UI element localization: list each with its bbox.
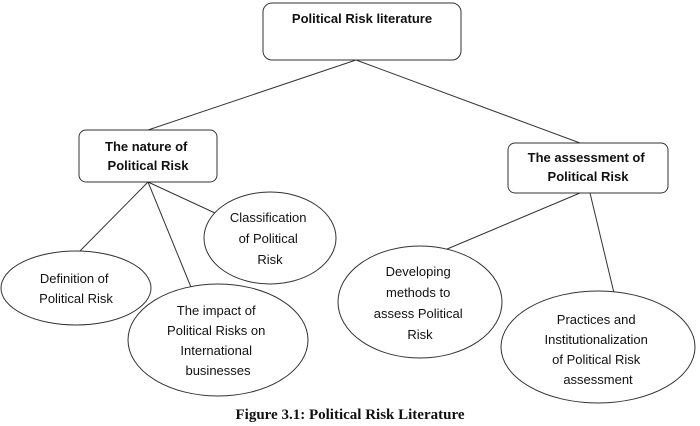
methods-line-4: Risk <box>407 327 433 342</box>
svg-text:The assessment of Politi: The assessment of Political Risk <box>528 150 649 184</box>
practices-line-1: Practices and <box>557 312 636 327</box>
assessment-label-line-1: The assessment of <box>528 150 646 165</box>
root-label: Political Risk literature <box>292 11 432 26</box>
node-assessment-of-political-risk: The assessment of Political Risk <box>507 142 669 194</box>
practices-line-3: of Political Risk <box>552 352 641 367</box>
nature-label-line-2: Political Risk <box>108 158 190 173</box>
node-practices: Practices and Institutionalization of Po… <box>500 290 696 404</box>
edge-nature-impact <box>147 181 194 293</box>
definition-line-2: Political Risk <box>39 291 113 306</box>
impact-line-1: The impact of <box>177 303 256 318</box>
svg-text:The impact of Political: The impact of Political Risks on Interna… <box>167 303 269 378</box>
methods-line-1: Developing <box>386 264 451 279</box>
methods-line-2: methods to <box>386 285 450 300</box>
classification-line-2: of Political <box>239 231 298 246</box>
edge-nature-definition <box>77 181 149 254</box>
impact-line-4: businesses <box>185 363 251 378</box>
node-definition: Definition of Political Risk <box>0 250 152 326</box>
nature-label-line-1: The nature of <box>105 139 188 154</box>
edge-root-nature <box>147 59 357 131</box>
svg-text:Practices and Institutio: Practices and Institutionalization of Po… <box>545 312 652 387</box>
node-developing-methods: Developing methods to assess Political R… <box>337 245 503 359</box>
node-classification: Classification of Political Risk <box>203 191 337 285</box>
classification-line-3: Risk <box>257 252 283 267</box>
assessment-label-line-2: Political Risk <box>548 169 630 184</box>
svg-text:Developing methods to: Developing methods to assess Political R… <box>374 264 467 342</box>
practices-line-4: assessment <box>563 372 633 387</box>
definition-line-1: Definition of <box>40 271 109 286</box>
edge-assessment-methods <box>439 192 581 253</box>
practices-line-2: Institutionalization <box>545 332 648 347</box>
node-nature-of-political-risk: The nature of Political Risk <box>78 129 218 183</box>
impact-line-2: Political Risks on <box>167 323 265 338</box>
classification-line-1: Classification <box>230 210 307 225</box>
svg-text:Political Risk literature: Political Risk literature <box>292 11 432 26</box>
edge-root-assessment <box>355 59 581 144</box>
svg-text:The nature of Political: The nature of Political Risk <box>105 139 191 173</box>
methods-line-3: assess Political <box>374 306 463 321</box>
impact-line-3: International <box>180 343 252 358</box>
svg-text:Definition of Political: Definition of Political Risk <box>39 271 113 306</box>
node-root: Political Risk literature <box>262 2 462 61</box>
edge-nature-classification <box>147 181 216 214</box>
edge-assessment-practices <box>589 192 615 294</box>
svg-text:Classification of Politi: Classification of Political Risk <box>230 210 310 267</box>
node-impact: The impact of Political Risks on Interna… <box>127 283 309 397</box>
figure-caption: Figure 3.1: Political Risk Literature <box>235 407 465 423</box>
